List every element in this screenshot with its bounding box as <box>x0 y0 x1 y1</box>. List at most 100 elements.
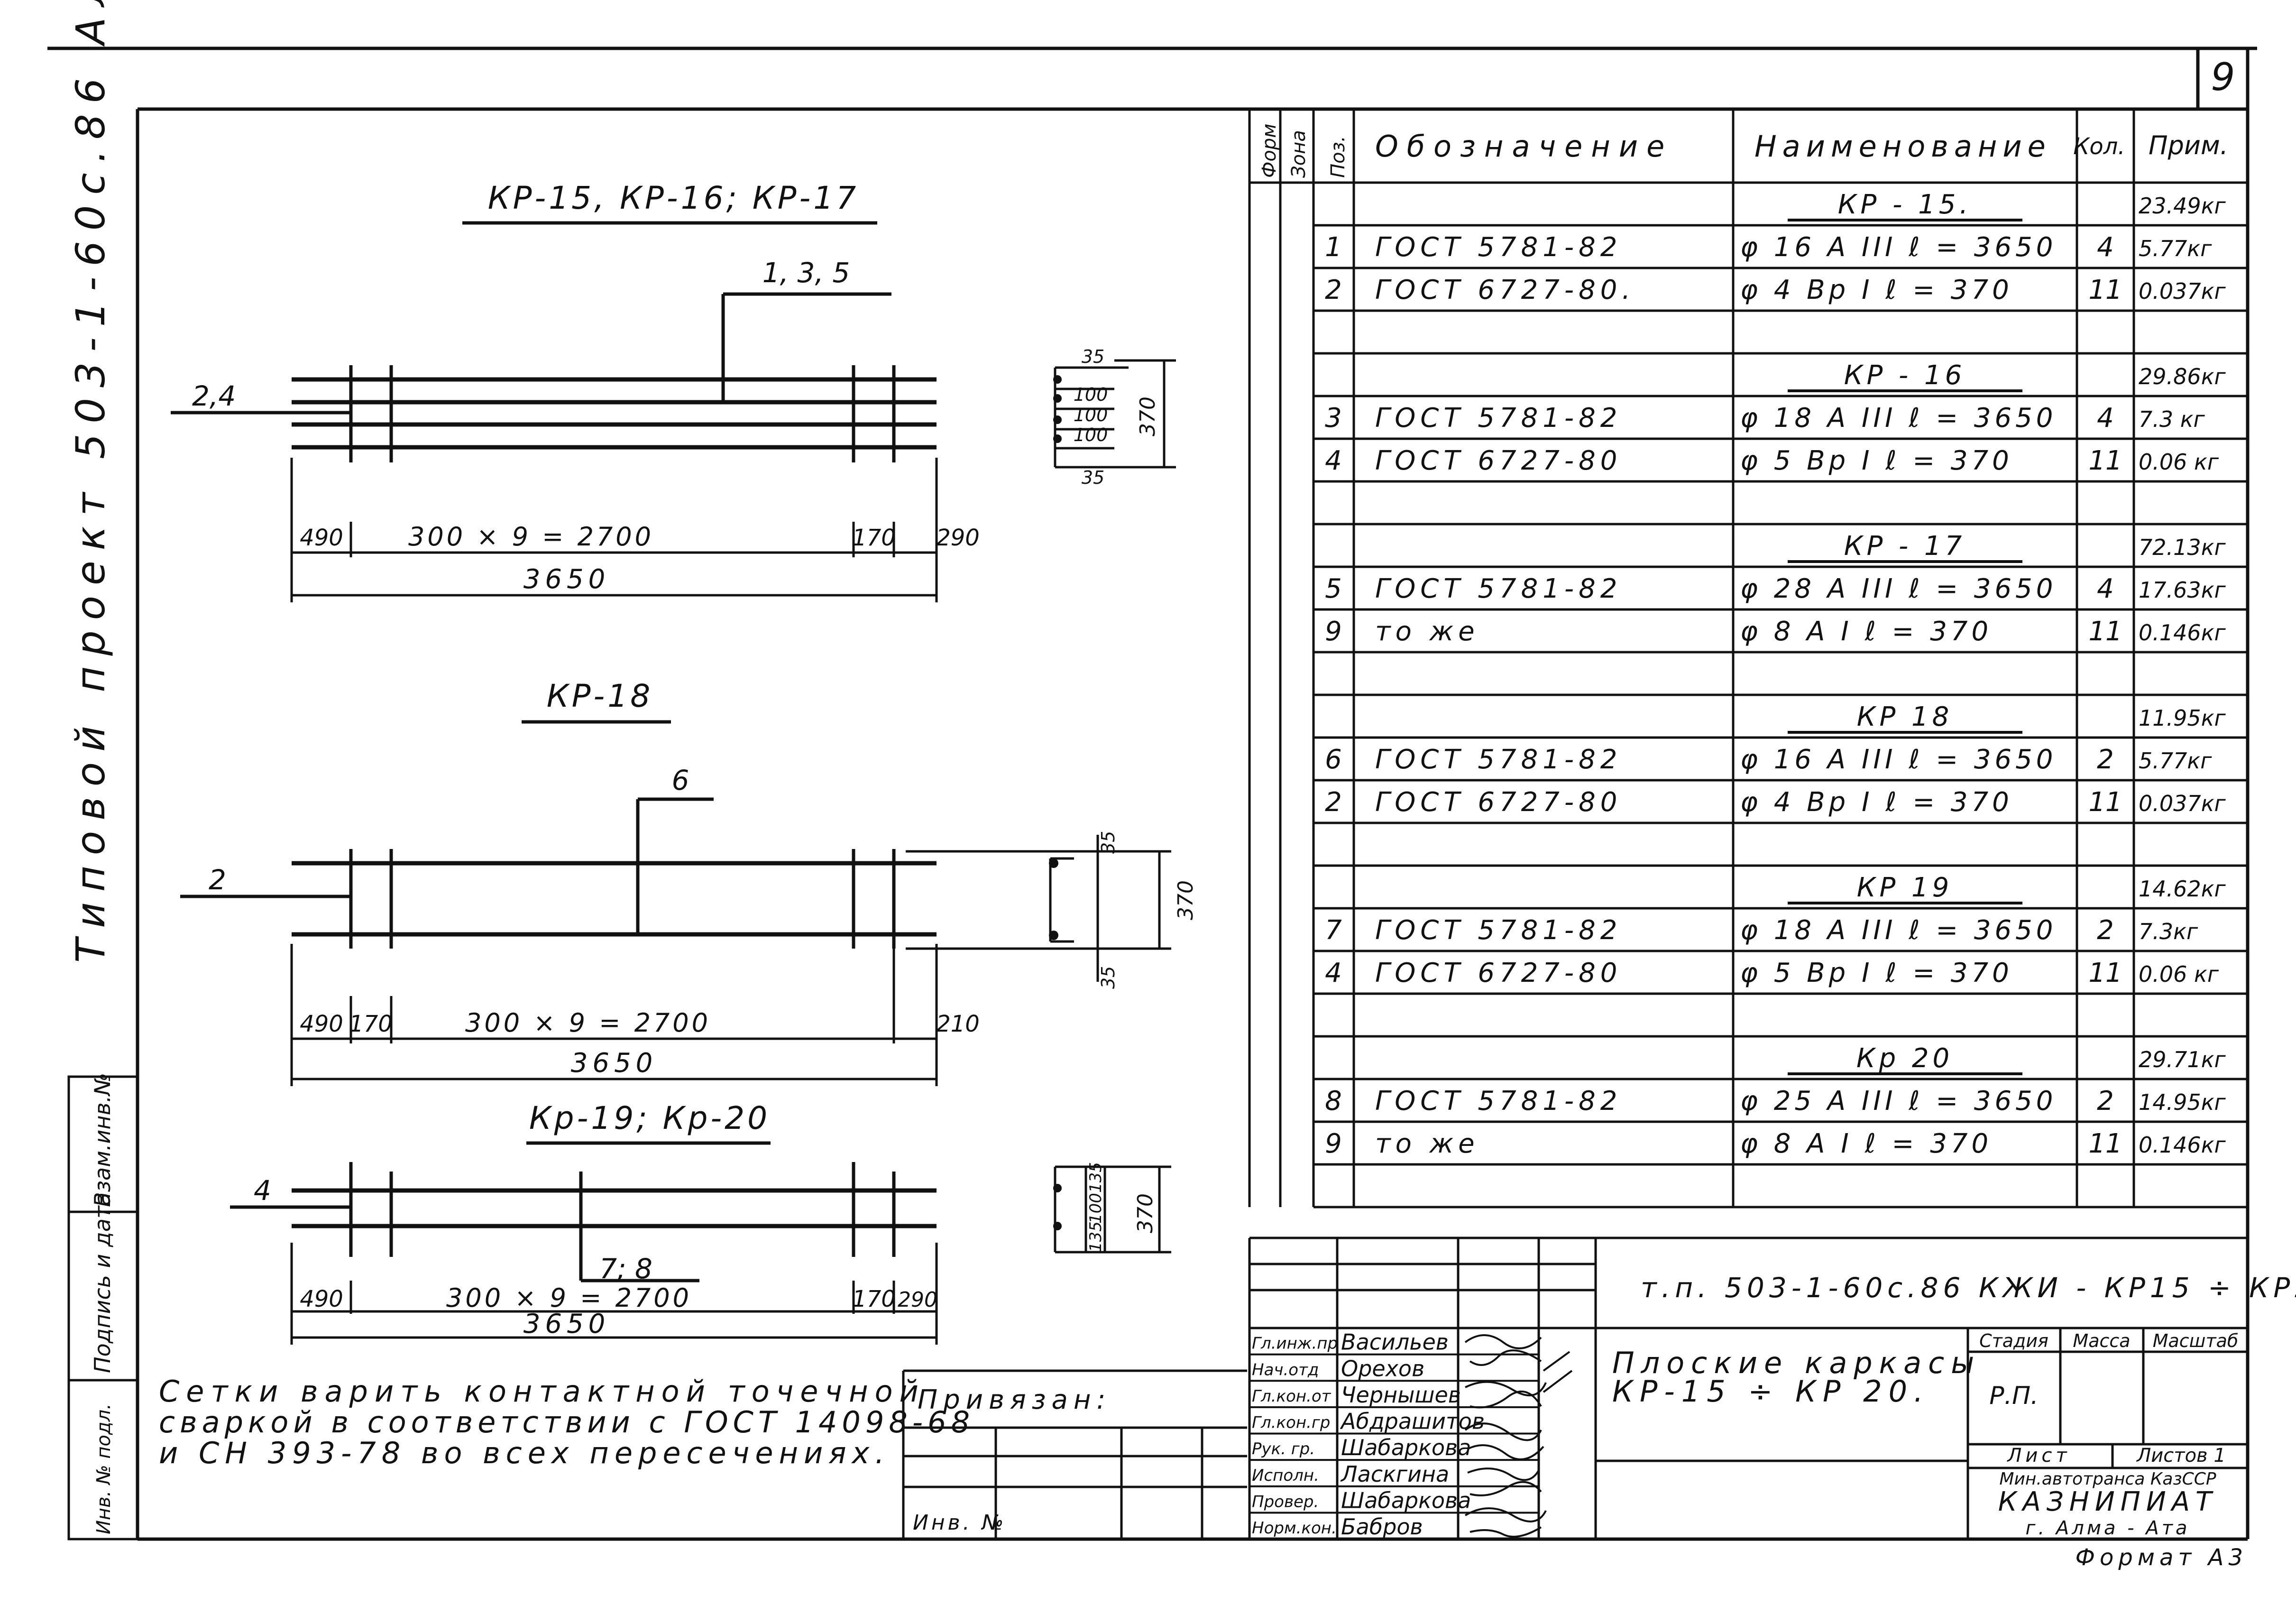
section-3-pos-label: 7; 8 <box>599 1253 652 1285</box>
signature-role: Рук. гр. <box>1252 1439 1315 1458</box>
section-1-profile-3: 100 <box>1074 405 1108 425</box>
spec-note: 14.95кг <box>2139 1089 2226 1115</box>
spec-name: КР 18 <box>1857 701 1953 732</box>
section-3: Кр-19; Кр-20 7; 8 4 <box>230 1100 1171 1345</box>
section-3-total: 3650 <box>523 1309 610 1339</box>
section-2-profile-2: 35 <box>1098 966 1119 989</box>
stage-label: Стадия <box>1979 1330 2048 1351</box>
spec-qty: 11 <box>2088 787 2122 818</box>
spec-designation: ГОСТ 6727-80 <box>1375 787 1622 818</box>
spec-name: φ 8 А I ℓ = 370 <box>1740 616 1992 647</box>
spec-note: 29.86кг <box>2139 364 2226 389</box>
spec-name: φ 16 А III ℓ = 3650 <box>1740 744 2057 775</box>
note-line-2: сваркой в соответствии с ГОСТ 14098-68 <box>159 1405 974 1439</box>
section-1-title: КР-15, КР-16; КР-17 <box>488 180 859 216</box>
signature-name: Ласкгина <box>1340 1461 1449 1487</box>
spec-name: φ 18 А III ℓ = 3650 <box>1740 403 2057 434</box>
spec-note: 5.77кг <box>2139 748 2212 774</box>
signature-name: Бабров <box>1341 1514 1423 1540</box>
signature-name: Шабаркова <box>1341 1435 1471 1460</box>
section-2-dim-d: 210 <box>936 1011 980 1037</box>
section-1: КР-15, КР-16; КР-17 1, 3, 5 2,4 <box>171 180 1176 602</box>
spec-qty: 11 <box>2088 616 2122 647</box>
spec-name: Кр 20 <box>1856 1043 1953 1074</box>
spec-name: φ 28 А III ℓ = 3650 <box>1740 573 2057 604</box>
side-stamp-col3: Инв. № подл. <box>93 1403 115 1534</box>
spec-designation: ГОСТ 5781-82 <box>1375 1086 1622 1116</box>
spec-name: φ 8 А I ℓ = 370 <box>1740 1128 1992 1159</box>
spec-qty: 11 <box>2088 1128 2122 1159</box>
header-qty: Кол. <box>2073 133 2125 160</box>
spec-pos: 4 <box>1325 445 1342 476</box>
bound-block <box>902 1369 1247 1539</box>
spec-qty: 4 <box>2097 403 2114 434</box>
side-title: Типовой проект 503-1-60с.86 Альбом III <box>67 0 114 963</box>
section-2: КР-18 6 2 <box>180 678 1198 1086</box>
signature-name: Шабаркова <box>1341 1487 1471 1513</box>
section-3-dim-a: 490 <box>300 1286 343 1312</box>
section-3-dim-d: 290 <box>898 1288 937 1312</box>
spec-name: φ 4 Вр I ℓ = 370 <box>1740 275 2013 305</box>
spec-note: 0.146кг <box>2139 1132 2226 1158</box>
section-1-total: 3650 <box>523 564 610 595</box>
signature-role: Нач.отд <box>1252 1360 1319 1379</box>
spec-qty: 11 <box>2088 958 2122 988</box>
page-number: 9 <box>2211 55 2235 99</box>
section-2-profile-1: 35 <box>1098 831 1119 854</box>
spec-designation: ГОСТ 5781-82 <box>1375 232 1622 263</box>
spec-name: φ 18 А III ℓ = 3650 <box>1740 915 2057 946</box>
sheets-label: Листов 1 <box>2136 1445 2226 1467</box>
signature-role: Гл.инж.пр <box>1252 1334 1338 1353</box>
spec-name: КР - 16 <box>1844 360 1966 391</box>
spec-designation: ГОСТ 6727-80 <box>1375 958 1622 988</box>
spec-table: Форм Зона Поз. Обозначение Наименование … <box>1248 109 2249 1209</box>
section-1-profile-4: 100 <box>1074 424 1108 445</box>
org-line-3: г. Алма - Ата <box>2025 1517 2190 1539</box>
spec-pos: 9 <box>1325 1128 1342 1159</box>
spec-name: КР - 17 <box>1844 531 1966 562</box>
section-1-profile-2: 100 <box>1074 384 1108 405</box>
signature-role: Гл.кон.от <box>1252 1387 1332 1406</box>
signature-scribbles <box>1464 1334 1573 1538</box>
spec-note: 72.13кг <box>2139 535 2226 560</box>
spec-pos: 3 <box>1325 403 1342 434</box>
section-1-dim-c: 170 <box>852 525 896 551</box>
section-2-dim-a: 490 <box>300 1011 343 1037</box>
spec-pos: 1 <box>1325 232 1342 263</box>
spec-pos: 4 <box>1325 958 1342 988</box>
spec-qty: 11 <box>2088 445 2122 476</box>
sheet-label: Лист <box>2006 1445 2070 1467</box>
side-stamp-col1: Взам.инв.№ <box>90 1073 115 1207</box>
org-line-2: КАЗНИПИАТ <box>1998 1486 2217 1517</box>
section-1-pos-label: 1, 3, 5 <box>762 257 850 289</box>
signature-name: Чернышев <box>1341 1382 1461 1408</box>
section-3-side-label: 4 <box>254 1174 271 1207</box>
signature-role: Исполн. <box>1252 1466 1319 1485</box>
spec-note: 0.06 кг <box>2139 449 2219 475</box>
spec-note: 17.63кг <box>2139 577 2226 603</box>
spec-qty: 2 <box>2097 915 2114 946</box>
spec-name: φ 25 А III ℓ = 3650 <box>1740 1086 2057 1116</box>
spec-qty: 2 <box>2097 1086 2114 1116</box>
spec-pos: 7 <box>1325 915 1342 946</box>
section-3-dim-b: 300 × 9 = 2700 <box>446 1283 692 1313</box>
section-2-total: 3650 <box>571 1048 658 1079</box>
section-1-profile-5: 35 <box>1082 467 1104 488</box>
title-block-title-line2: КР-15 ÷ КР 20. <box>1612 1374 1930 1409</box>
header-note: Прим. <box>2149 130 2228 160</box>
signature-role: Норм.кон. <box>1252 1519 1337 1538</box>
signature-name: Орехов <box>1341 1356 1424 1381</box>
section-1-profile-1: 35 <box>1082 346 1104 367</box>
title-block-title-line1: Плоские каркасы <box>1612 1346 1981 1380</box>
spec-designation: то же <box>1375 1128 1479 1159</box>
header-zone: Зона <box>1288 130 1310 178</box>
title-block-code: т.п. 503-1-60с.86 КЖИ - КР15 ÷ КР20 <box>1641 1272 2296 1304</box>
header-name: Наименование <box>1754 129 2051 164</box>
section-2-pos-label: 6 <box>672 764 689 796</box>
section-1-dim-a: 490 <box>300 525 343 551</box>
section-1-dim-d: 290 <box>936 525 980 551</box>
spec-designation: то же <box>1375 616 1479 647</box>
spec-designation: ГОСТ 5781-82 <box>1375 573 1622 604</box>
